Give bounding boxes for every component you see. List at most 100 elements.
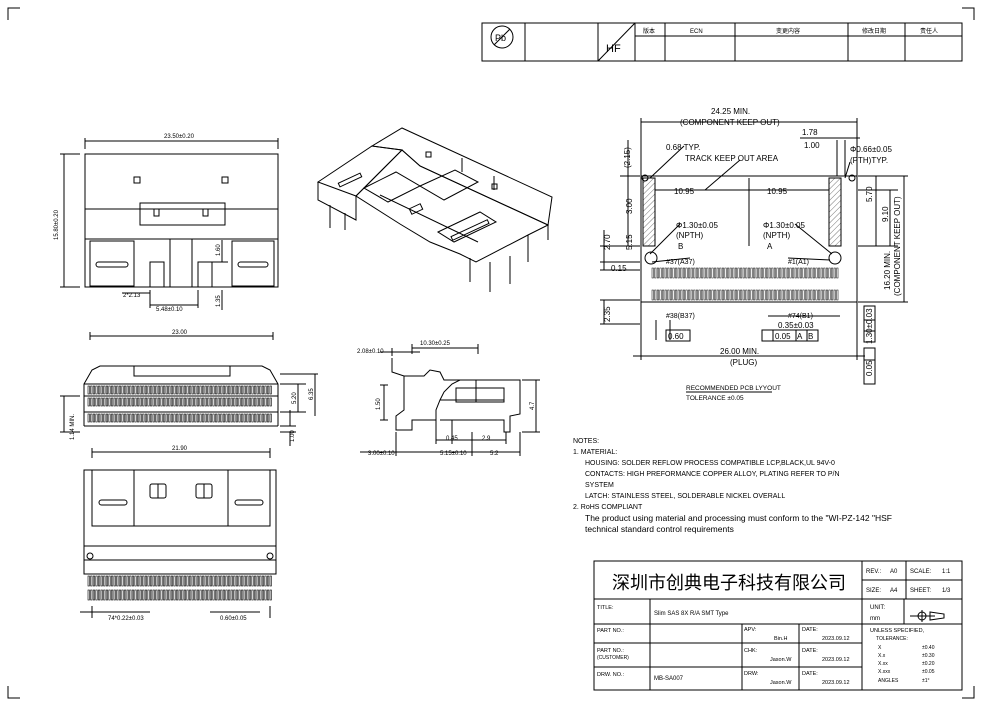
pin <box>685 267 688 279</box>
tb-unit-value: mm <box>870 616 880 622</box>
pin <box>267 397 270 407</box>
pin <box>651 289 654 301</box>
pin <box>251 385 254 395</box>
pin <box>701 289 704 301</box>
pin <box>142 575 145 587</box>
dim-side-1030: 10.30±0.25 <box>420 341 451 347</box>
pin <box>669 267 672 279</box>
pin <box>737 267 740 279</box>
pin <box>714 289 717 301</box>
pin <box>131 413 134 423</box>
pin <box>111 575 114 587</box>
pin <box>98 589 101 601</box>
tb-date-3: 2023.09.12 <box>822 680 850 686</box>
pin <box>230 397 233 407</box>
pin <box>742 267 745 279</box>
pin <box>90 413 93 423</box>
pin <box>157 589 160 601</box>
pin <box>160 397 163 407</box>
pin <box>241 575 244 587</box>
pcb-pin74: #74(B1) <box>788 313 813 320</box>
pin <box>152 575 155 587</box>
tb-tol-xxx-val: ±0.20 <box>922 661 935 667</box>
pin <box>186 385 189 395</box>
pin <box>202 589 205 601</box>
pin <box>105 385 108 395</box>
pin <box>129 397 132 407</box>
pin <box>196 397 199 407</box>
pin <box>176 397 179 407</box>
pin <box>183 575 186 587</box>
pin <box>747 289 750 301</box>
pin <box>693 267 696 279</box>
tb-unless: UNLESS SPECIFIED, <box>870 628 925 634</box>
tb-date-label-1: DATE: <box>802 627 818 633</box>
pin <box>142 397 145 407</box>
pin <box>181 413 184 423</box>
pcb-layout <box>600 118 908 393</box>
pin <box>100 413 103 423</box>
pin <box>781 289 784 301</box>
pin <box>656 267 659 279</box>
pin <box>181 397 184 407</box>
tb-title-value: Slim SAS 8X R/A SMT Type <box>654 611 729 617</box>
rev-col-5: 责任人 <box>920 27 938 35</box>
pin <box>170 575 173 587</box>
tb-tol-xx: X.x <box>878 653 886 659</box>
pin <box>675 289 678 301</box>
pin <box>742 289 745 301</box>
pin <box>779 267 782 279</box>
pin <box>204 575 207 587</box>
pin <box>269 413 272 423</box>
pin <box>181 385 184 395</box>
dim-front-548: 5.48±0.10 <box>156 307 183 313</box>
pin <box>147 575 150 587</box>
pin <box>714 267 717 279</box>
pin <box>129 589 132 601</box>
pin <box>204 385 207 395</box>
pcb-keepout-h: 16.20 MIN. <box>883 251 892 290</box>
pin <box>121 575 124 587</box>
pin <box>815 289 818 301</box>
pin <box>776 267 779 279</box>
pin <box>139 397 142 407</box>
bottom-view-pins <box>87 385 272 423</box>
notes-line-8: technical standard control requirements <box>585 524 734 534</box>
pin <box>183 397 186 407</box>
pin <box>659 267 662 279</box>
pcb-tol-b: B <box>808 332 813 341</box>
tb-tol-x4-val: ±0.05 <box>922 669 935 675</box>
pin <box>797 289 800 301</box>
tb-apv-name: Bin.H <box>774 636 787 642</box>
notes-line-2: HOUSING: SOLDER REFLOW PROCESS COMPATIBL… <box>585 460 835 467</box>
pin <box>152 397 155 407</box>
pin <box>680 289 683 301</box>
pin <box>836 289 839 301</box>
pin <box>654 289 657 301</box>
pin <box>261 385 264 395</box>
pin <box>220 397 223 407</box>
pin <box>168 385 171 395</box>
pin <box>225 385 228 395</box>
pin <box>142 413 145 423</box>
pin <box>254 397 257 407</box>
pin <box>773 289 776 301</box>
notes-line-4: SYSTEM <box>585 482 614 489</box>
pin <box>220 413 223 423</box>
pcb-pth: Φ0.66±0.05 <box>850 145 892 154</box>
pcb-pin1: #1(A1) <box>788 259 809 266</box>
pin <box>672 267 675 279</box>
pin <box>734 267 737 279</box>
pin <box>157 413 160 423</box>
tb-size-value: A4 <box>890 588 898 594</box>
pin <box>194 385 197 395</box>
tb-size-label: SIZE: <box>866 588 881 594</box>
pin <box>755 289 758 301</box>
pin <box>113 575 116 587</box>
pin <box>823 289 826 301</box>
pin <box>194 589 197 601</box>
pin <box>98 575 101 587</box>
pin <box>662 267 665 279</box>
pin <box>191 589 194 601</box>
dim-front-160: 1.60 <box>216 244 222 256</box>
